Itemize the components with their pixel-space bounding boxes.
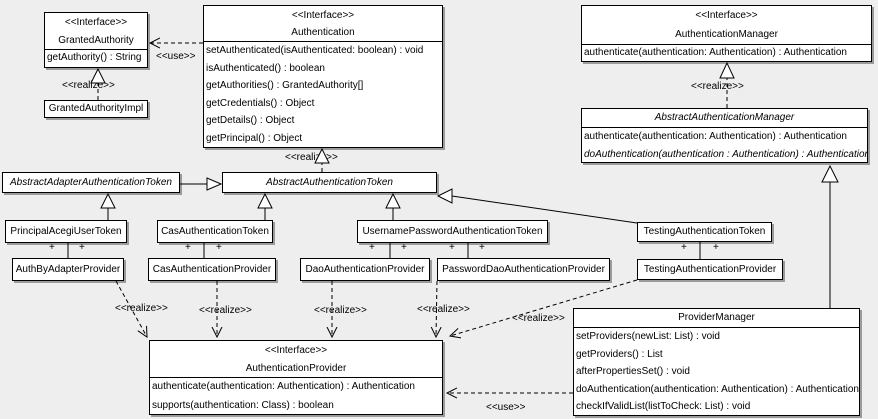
association-end-label: +: [681, 242, 687, 253]
association-end-label: +: [79, 242, 85, 253]
realize-label: <<realize>>: [115, 303, 168, 314]
method: setAuthenticated(isAuthenticated: boolea…: [206, 45, 424, 56]
association-end-label: +: [479, 242, 485, 253]
class-authentication-provider[interactable]: <<Interface>> AuthenticationProvider aut…: [149, 340, 443, 415]
class-granted-authority[interactable]: <<Interface>> GrantedAuthority getAuthor…: [44, 12, 148, 68]
class-auth-by-adapter-provider[interactable]: AuthByAdapterProvider: [12, 258, 124, 281]
class-abstract-adapter-authentication-token[interactable]: AbstractAdapterAuthenticationToken: [2, 172, 180, 193]
association-end-label: +: [216, 242, 222, 253]
class-name: CasAuthenticationProvider: [152, 264, 272, 275]
realize-label: <<realize>>: [417, 304, 470, 315]
class-name: AuthByAdapterProvider: [15, 264, 121, 275]
method: setProviders(newList: List) : void: [576, 331, 720, 342]
association-end-label: +: [713, 242, 719, 253]
generalization-testingauthenticationtoken: [436, 188, 638, 224]
class-cas-authentication-token[interactable]: CasAuthenticationToken: [157, 220, 273, 243]
method: doAuthentication(authentication: Authent…: [576, 383, 859, 395]
class-name: PrincipalAcegiUserToken: [10, 226, 122, 237]
method: getCredentials() : Object: [206, 97, 315, 109]
generalization-usernamepasswordtoken: [385, 192, 401, 220]
association-end-label: +: [401, 242, 407, 253]
generalization-abstractadapter-to-abstracttoken: [180, 177, 223, 191]
class-name: UsernamePasswordAuthenticationToken: [362, 226, 543, 237]
class-name: PasswordDaoAuthenticationProvider: [442, 264, 605, 275]
class-name: CasAuthenticationToken: [161, 226, 269, 237]
stereotype-label: <<Interface>>: [264, 345, 328, 356]
class-name: GrantedAuthorityImpl: [48, 103, 144, 114]
association-end-label: +: [49, 242, 55, 253]
realize-label: <<realize>>: [512, 313, 565, 324]
class-dao-authentication-provider[interactable]: DaoAuthenticationProvider: [300, 258, 430, 281]
class-name: AuthenticationManager: [675, 29, 778, 40]
class-name: AbstractAdapterAuthenticationToken: [10, 177, 172, 188]
association-end-label: +: [369, 242, 375, 253]
stereotype-label: <<Interface>>: [64, 17, 128, 28]
realize-label: <<realize>>: [62, 80, 115, 91]
class-testing-authentication-token[interactable]: TestingAuthenticationToken: [637, 222, 772, 242]
method: supports(authentication: Class) : boolea…: [152, 399, 334, 411]
class-principal-acegi-user-token[interactable]: PrincipalAcegiUserToken: [5, 220, 127, 243]
generalization-providermanager: [821, 164, 839, 308]
class-name: AbstractAuthenticationToken: [266, 177, 393, 188]
class-name: GrantedAuthority: [58, 35, 134, 46]
class-abstract-authentication-token[interactable]: AbstractAuthenticationToken: [222, 172, 437, 193]
class-username-password-authentication-token[interactable]: UsernamePasswordAuthenticationToken: [357, 220, 548, 243]
class-name: AuthenticationProvider: [245, 363, 347, 374]
class-granted-authority-impl[interactable]: GrantedAuthorityImpl: [44, 100, 148, 118]
method: authenticate(authentication: Authenticat…: [584, 47, 847, 58]
realize-label: <<realize>>: [285, 152, 338, 163]
class-authentication-manager[interactable]: <<Interface>> AuthenticationManager auth…: [581, 5, 872, 62]
use-label: <<use>>: [486, 402, 526, 413]
class-name: ProviderManager: [678, 312, 755, 323]
realize-label: <<realize>>: [199, 305, 252, 316]
class-name: TestingAuthenticationProvider: [643, 264, 777, 275]
class-name: Authentication: [291, 27, 355, 38]
method: checkIfValidList(listToCheck: List) : vo…: [576, 401, 751, 413]
class-abstract-authentication-manager[interactable]: AbstractAuthenticationManager authentica…: [581, 108, 868, 163]
method: afterPropertiesSet() : void: [576, 366, 690, 378]
stereotype-label: <<Interface>>: [695, 10, 758, 21]
method: getAuthority() : String: [47, 52, 142, 63]
class-name: DaoAuthenticationProvider: [305, 264, 425, 275]
class-password-dao-authentication-provider[interactable]: PasswordDaoAuthenticationProvider: [437, 258, 610, 281]
realize-label: <<realize>>: [314, 305, 367, 316]
method: doAuthentication(authentication : Authen…: [584, 148, 867, 160]
association-end-label: +: [449, 242, 455, 253]
class-authentication[interactable]: <<Interface>> Authentication setAuthenti…: [203, 5, 443, 148]
class-name: TestingAuthenticationToken: [643, 226, 766, 237]
realize-label: <<realize>>: [691, 81, 744, 92]
class-name: AbstractAuthenticationManager: [654, 112, 795, 123]
class-testing-authentication-provider[interactable]: TestingAuthenticationProvider: [637, 259, 783, 280]
method: getDetails() : Object: [206, 115, 295, 127]
stereotype-label: <<Interface>>: [291, 10, 355, 21]
use-label: <<use>>: [156, 51, 196, 62]
method: getPrincipal() : Object: [206, 132, 303, 144]
method: isAuthenticated() : boolean: [206, 62, 325, 74]
method: getAuthorities() : GrantedAuthority[]: [206, 80, 364, 92]
association-end-label: +: [185, 242, 191, 253]
generalization-principalacegiusertoken: [100, 192, 116, 220]
method: getProviders() : List: [576, 348, 663, 360]
class-provider-manager[interactable]: ProviderManager setProviders(newList: Li…: [573, 308, 860, 416]
method: authenticate(authentication: Authenticat…: [152, 381, 415, 392]
method: authenticate(authentication: Authenticat…: [584, 131, 847, 142]
generalization-casauthenticationtoken: [257, 192, 273, 220]
class-cas-authentication-provider[interactable]: CasAuthenticationProvider: [148, 258, 276, 281]
